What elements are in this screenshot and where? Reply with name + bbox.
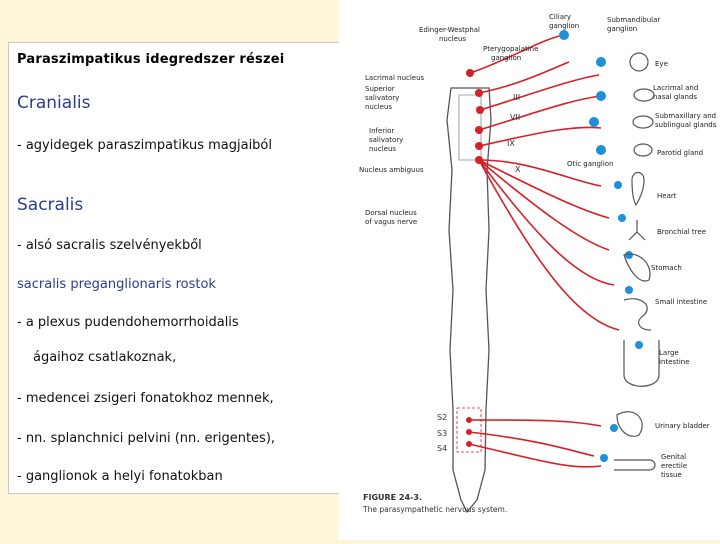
label-large: Large (659, 349, 679, 357)
label-superior-2: salivatory (365, 94, 399, 102)
small-intestine-icon (623, 298, 652, 331)
label-lacrimal-glands: Lacrimal and (653, 84, 698, 92)
salivary-gland-icon (632, 115, 654, 129)
label-ciliary: Ciliary (549, 13, 571, 21)
figure-caption-text: The parasympathetic nervous system. (362, 505, 507, 514)
genital-icon (614, 459, 656, 471)
bladder-icon (616, 411, 643, 437)
sacralis-line-5: - medencei zsigeri fonatokhoz mennek, (17, 391, 274, 406)
parotid-gland-icon (633, 143, 653, 157)
parasympathetic-figure: Edinger-Westphal nucleus Ciliary ganglio… (339, 0, 720, 540)
slide-title: Paraszimpatikus idegredszer részei (17, 52, 285, 67)
slide-text-panel: Paraszimpatikus idegredszer részei Crani… (8, 42, 344, 494)
label-stomach: Stomach (651, 264, 682, 272)
figure-caption-label: FIGURE 24-3. (363, 493, 422, 502)
label-edinger-2: nucleus (439, 35, 466, 43)
label-lacrimal-nucleus: Lacrimal nucleus (365, 74, 425, 82)
organs (614, 52, 660, 471)
label-submandibular-2: ganglion (607, 25, 637, 33)
label-otic: Otic ganglion (567, 160, 614, 168)
label-inferior-3: nucleus (369, 145, 396, 153)
sacralis-line-3: - a plexus pudendohemorrhoidalis (17, 315, 239, 330)
label-genital-2: erectile (661, 462, 687, 470)
stomach-icon (623, 253, 651, 282)
large-intestine-icon (623, 340, 660, 387)
sacralis-line-2: sacralis preganglionaris rostok (17, 277, 216, 292)
label-dorsal-2: of vagus nerve (365, 218, 417, 226)
spinal-cord-outline (446, 87, 492, 514)
label-s4: S4 (437, 444, 447, 453)
label-ciliary-2: ganglion (549, 22, 579, 30)
eye-icon (629, 52, 649, 72)
label-edinger: Edinger-Westphal (419, 26, 480, 34)
label-submax-2: sublingual glands (655, 121, 717, 129)
label-cn-10: X (515, 165, 521, 174)
label-submax: Submaxillary and (655, 112, 716, 120)
label-ambiguus: Nucleus ambiguus (359, 166, 424, 174)
label-large-2: intestine (659, 358, 690, 366)
sacralis-line-4: ágaihoz csatlakoznak, (33, 350, 177, 365)
label-s2: S2 (437, 413, 447, 422)
lacrimal-gland-icon (633, 88, 655, 102)
bronchial-tree-icon (628, 220, 646, 241)
label-pterygo: Pterygopalatine (483, 45, 538, 53)
sacralis-line-1: - alsó sacralis szelvényekből (17, 238, 202, 253)
label-small-intestine: Small intestine (655, 298, 707, 306)
sacralis-heading: Sacralis (17, 195, 84, 215)
figure-svg: Edinger-Westphal nucleus Ciliary ganglio… (359, 13, 717, 514)
sacralis-line-6: - nn. splanchnici pelvini (nn. erigentes… (17, 431, 276, 446)
label-inferior: Inferior (369, 127, 394, 135)
label-parotid: Parotid gland (657, 149, 703, 157)
sacralis-line-7: - ganglionok a helyi fonatokban (17, 469, 223, 484)
label-superior-3: nucleus (365, 103, 392, 111)
label-superior: Superior (365, 85, 395, 93)
nerve-fibers (468, 34, 620, 468)
label-eye: Eye (655, 60, 668, 68)
label-s3: S3 (437, 429, 447, 438)
label-heart: Heart (657, 192, 677, 200)
label-bladder: Urinary bladder (655, 422, 710, 430)
cranialis-heading: Cranialis (17, 93, 91, 113)
label-cn-9: IX (507, 139, 515, 148)
label-dorsal: Dorsal nucleus (365, 209, 417, 217)
label-pterygo-2: ganglion (491, 54, 521, 62)
sacral-segment-box (456, 407, 482, 453)
label-genital: Genital (661, 453, 686, 461)
label-lacrimal-glands-2: nasal glands (653, 93, 697, 101)
label-cn-7: VII (510, 113, 520, 122)
heart-icon (631, 171, 645, 207)
ganglia (559, 30, 643, 462)
label-bronchial: Bronchial tree (657, 228, 706, 236)
label-inferior-2: salivatory (369, 136, 403, 144)
label-submandibular: Submandibular (607, 16, 660, 24)
label-genital-3: tissue (661, 471, 682, 479)
label-cn-3: III (513, 93, 520, 102)
cranialis-text: - agyidegek paraszimpatikus magjaiból (17, 138, 272, 153)
